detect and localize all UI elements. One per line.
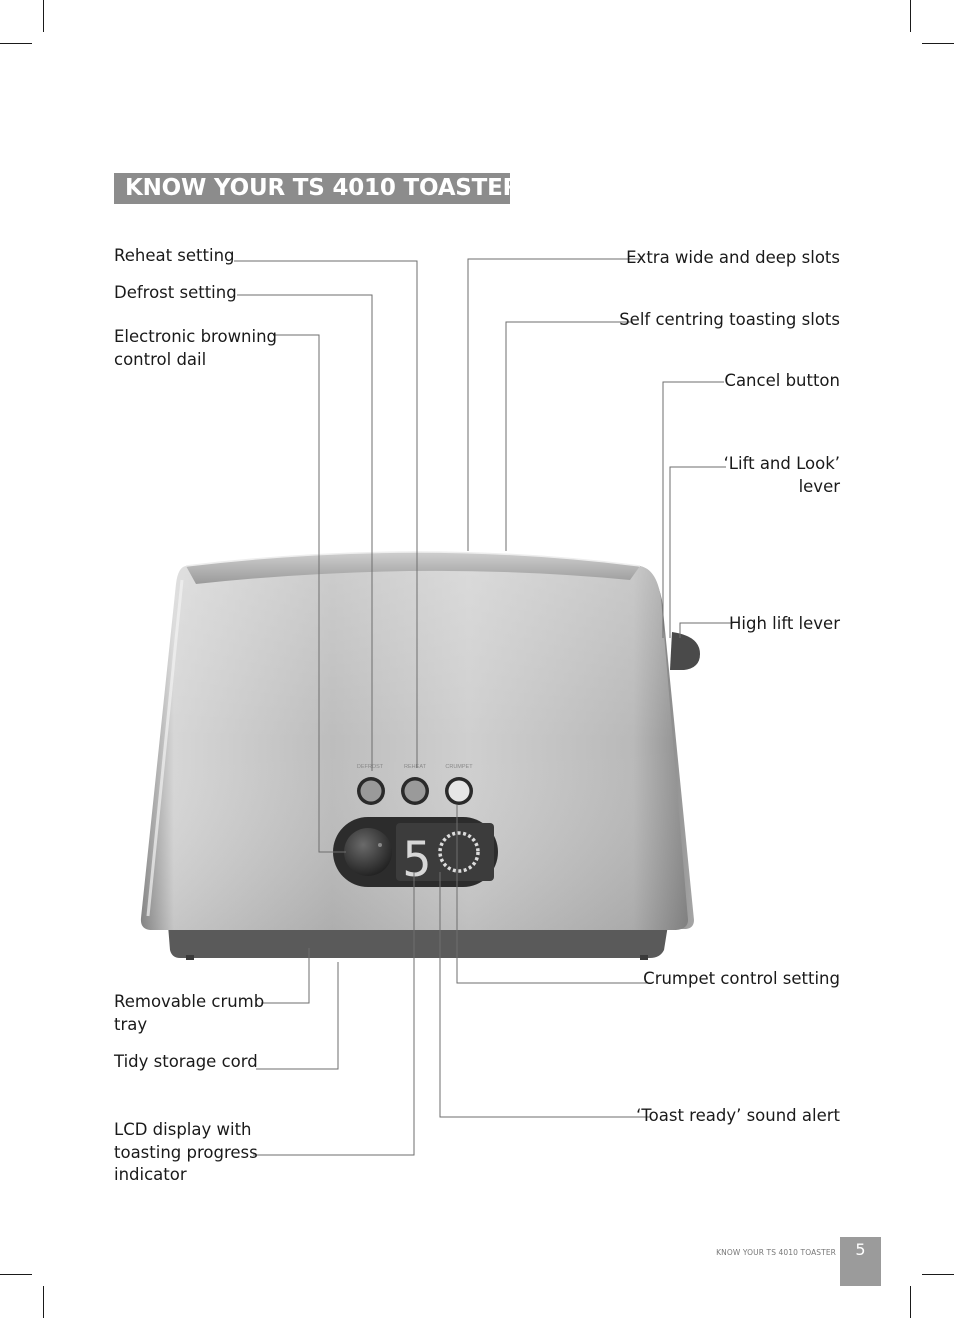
- crop-mark: [43, 1286, 44, 1318]
- crumpet-button[interactable]: [445, 777, 473, 805]
- crumb-tray-label: Removable crumb tray: [114, 991, 264, 1036]
- crumpet-control-label: Crumpet control setting: [643, 969, 840, 988]
- page-number: 5: [840, 1237, 881, 1286]
- label-line: control dail: [114, 349, 207, 369]
- crop-mark: [910, 1286, 911, 1318]
- defrost-button-label: DEFROST: [357, 764, 384, 770]
- label-line: tray: [114, 1014, 148, 1034]
- leader-line: [273, 334, 346, 853]
- lcd-digit: 5: [403, 832, 432, 888]
- leader-line: [505, 321, 633, 551]
- crop-mark: [922, 1274, 954, 1275]
- reheat-button-label: REHEAT: [404, 764, 427, 770]
- lift-and-look-label: ‘Lift and Look’ lever: [724, 453, 840, 498]
- crop-mark: [910, 0, 911, 32]
- page-title: KNOW YOUR TS 4010 TOASTER: [114, 173, 520, 204]
- leader-line: [261, 948, 310, 1004]
- label-line: indicator: [114, 1165, 187, 1184]
- tidy-cord-label: Tidy storage cord: [114, 1052, 258, 1071]
- leader-line: [253, 872, 415, 1156]
- toast-ready-label: ‘Toast ready’ sound alert: [636, 1106, 840, 1125]
- crop-mark: [922, 43, 954, 44]
- reheat-setting-label: Reheat setting: [114, 246, 235, 265]
- leader-line: [662, 381, 724, 638]
- browning-control-dial[interactable]: [344, 828, 392, 876]
- defrost-button[interactable]: [357, 777, 385, 805]
- crop-mark: [0, 43, 32, 44]
- leader-line: [234, 260, 418, 768]
- running-footer: KNOW YOUR TS 4010 TOASTER: [716, 1248, 836, 1257]
- leader-line: [237, 294, 373, 771]
- label-line: lever: [798, 476, 840, 496]
- progress-indicator-ring: [438, 831, 480, 873]
- lcd-display-label: LCD display with toasting progress indic…: [114, 1119, 258, 1187]
- toaster-base: [168, 925, 668, 960]
- dial-indicator-dot: [378, 843, 382, 847]
- leader-line: [439, 872, 650, 1118]
- leader-line: [669, 466, 726, 638]
- crop-mark: [0, 1274, 32, 1275]
- crumpet-button-label: CRUMPET: [445, 764, 473, 770]
- leader-line: [679, 622, 733, 638]
- leader-line: [256, 962, 339, 1070]
- label-line: toasting progress: [114, 1142, 258, 1162]
- label-line: Removable crumb: [114, 992, 265, 1011]
- leader-line: [456, 805, 650, 984]
- high-lift-lever-label: High lift lever: [728, 614, 840, 633]
- extra-wide-slots-label: Extra wide and deep slots: [626, 248, 840, 267]
- defrost-setting-label: Defrost setting: [114, 283, 237, 302]
- crop-mark: [43, 0, 44, 32]
- label-line: LCD display with: [114, 1120, 252, 1139]
- toaster-body: [140, 551, 689, 930]
- reheat-button[interactable]: [401, 777, 429, 805]
- label-line: Electronic browning: [114, 327, 278, 346]
- cancel-button-label: Cancel button: [724, 371, 840, 390]
- high-lift-lever[interactable]: [670, 632, 700, 670]
- leader-line: [467, 258, 640, 551]
- label-line: ‘Lift and Look’: [723, 454, 840, 473]
- browning-dial-label: Electronic browning control dail: [114, 326, 277, 371]
- self-centring-slots-label: Self centring toasting slots: [619, 310, 840, 329]
